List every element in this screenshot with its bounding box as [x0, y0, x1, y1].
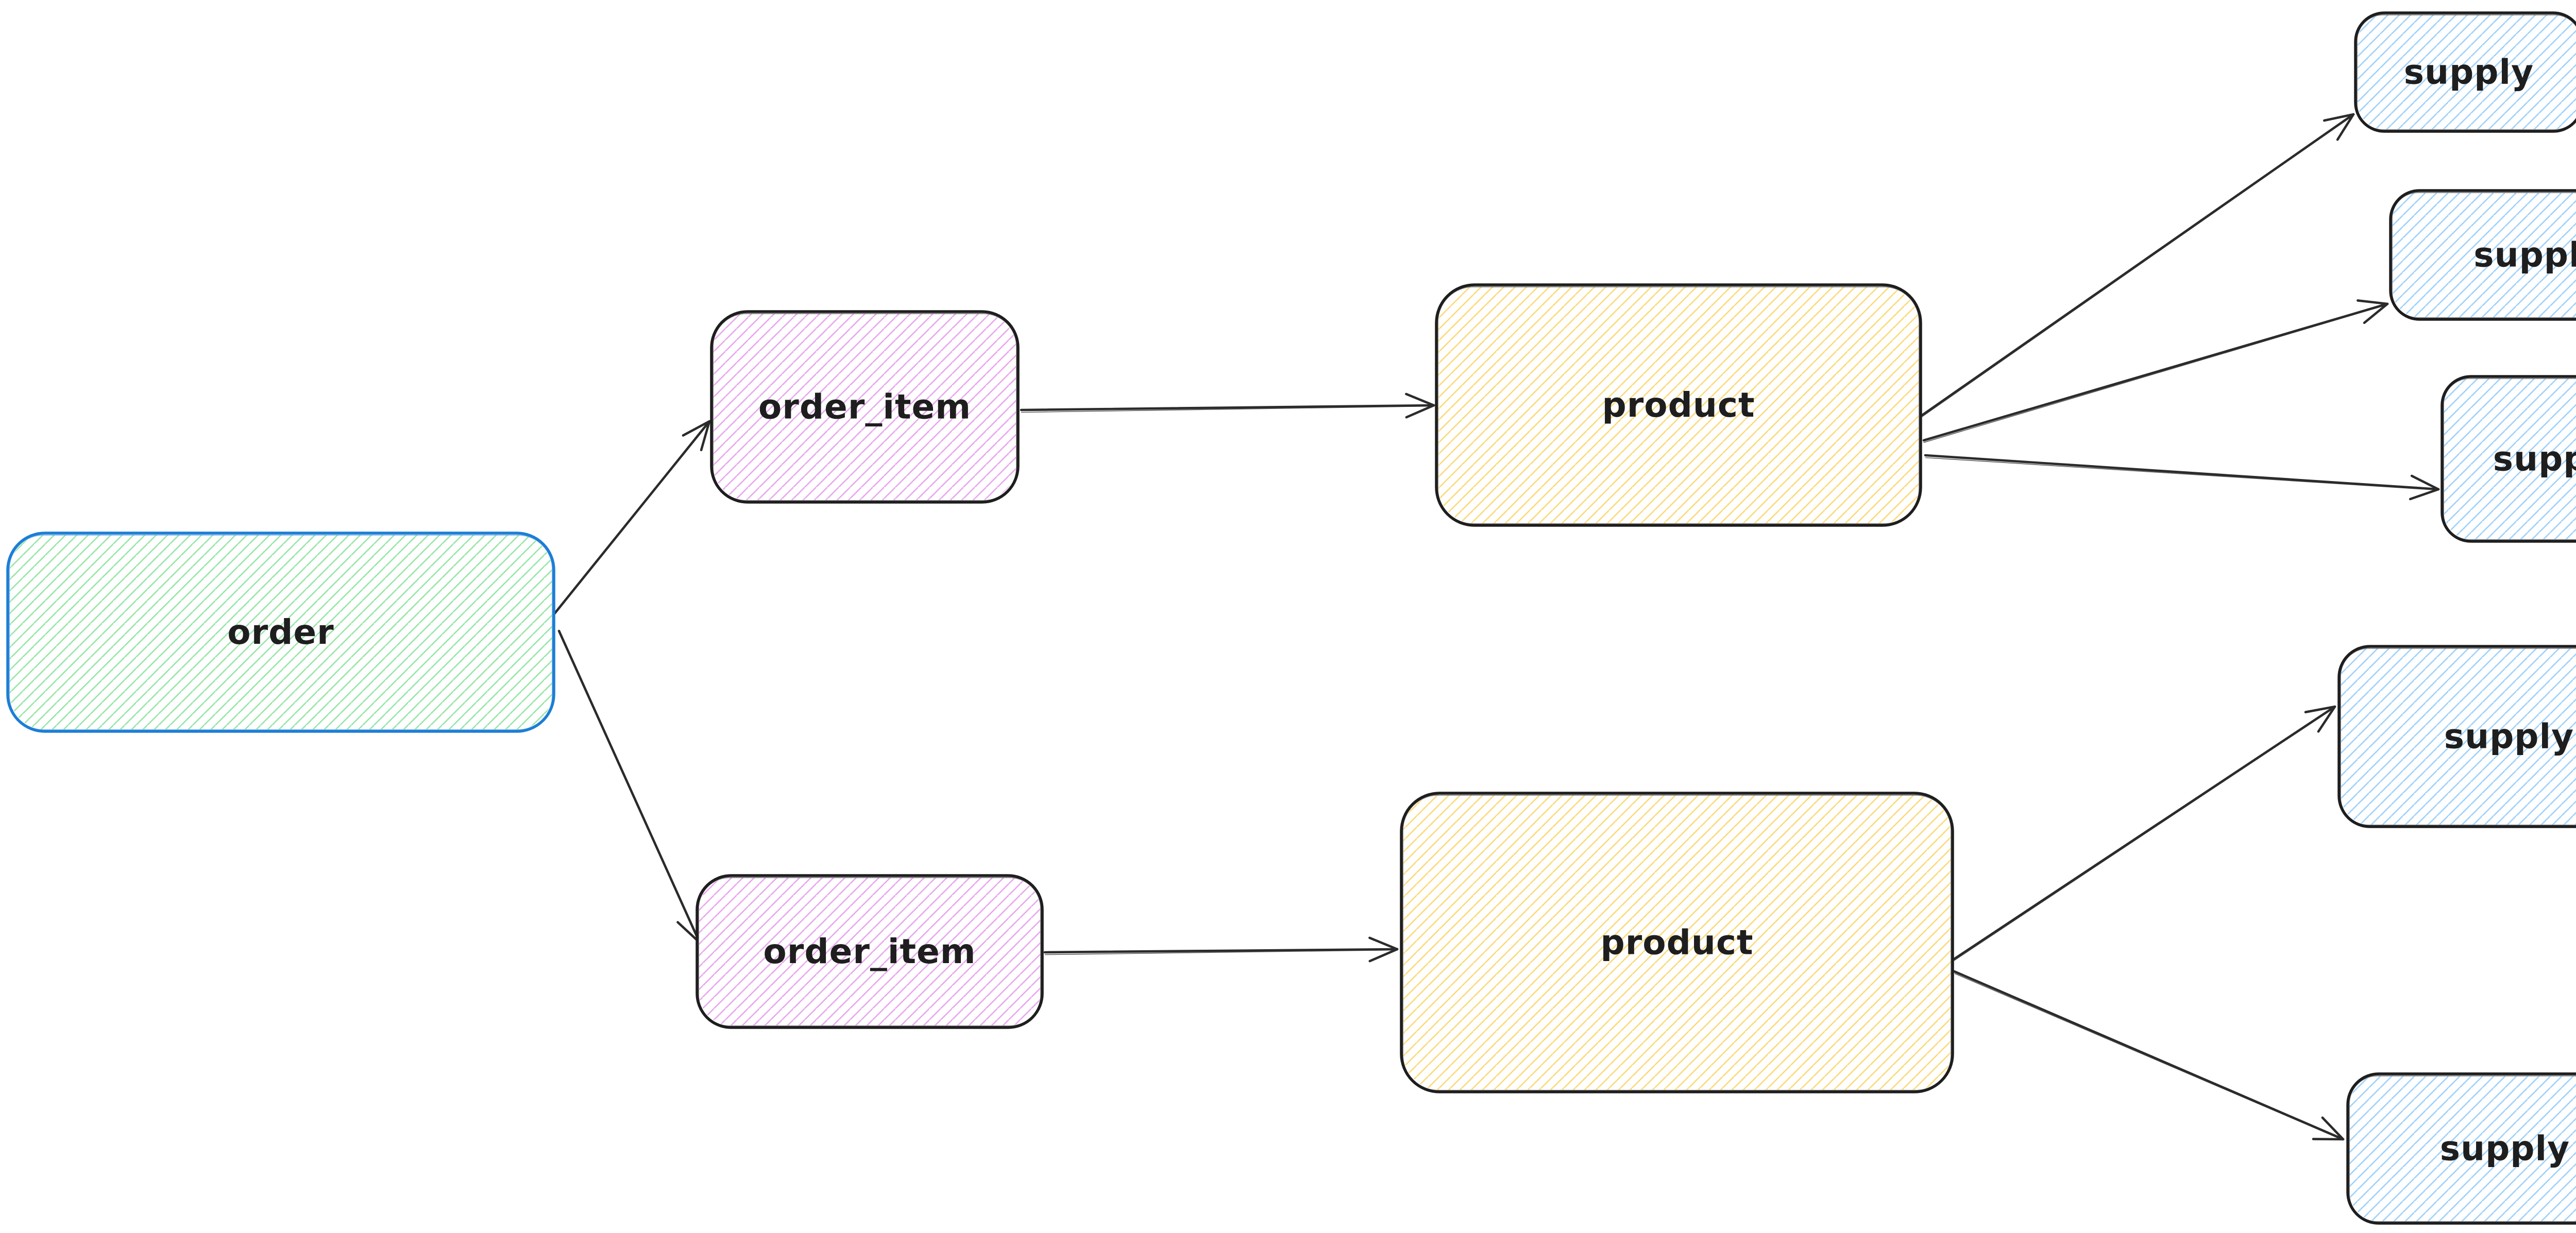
- arrowhead-barb: [2363, 302, 2389, 324]
- node-outline: [2389, 189, 2576, 321]
- nodes-layer: orderorder_itemorder_itemproductproducts…: [6, 11, 2576, 1225]
- node-label-order_item_1: order_item: [758, 387, 971, 427]
- arrow-shaft: [1020, 404, 1435, 412]
- node-outline: [696, 874, 1044, 1029]
- node-outline: [2441, 375, 2576, 543]
- node-outline: [1400, 792, 1954, 1093]
- node-outline: [1435, 283, 1922, 527]
- arrowhead-barb: [1368, 936, 1399, 951]
- arrowhead-barb: [2410, 474, 2440, 491]
- node-hachure-fill: [714, 314, 1016, 500]
- node-hachure-fill: [1438, 287, 1919, 523]
- node-outline-sketch: [2443, 378, 2576, 540]
- arrowhead-barb: [1368, 948, 1399, 963]
- arrow-shaft-sketch: [1925, 457, 2438, 491]
- arrowhead-barb: [682, 420, 711, 437]
- node-outline-sketch: [9, 535, 553, 730]
- node-hachure-fill: [2444, 379, 2576, 539]
- node-outline: [6, 532, 555, 733]
- arrow-shaft: [1922, 302, 2389, 442]
- node-hachure-fill: [2341, 648, 2576, 825]
- node-hachure-fill: [699, 878, 1040, 1025]
- node-label-supply_2: supply: [2473, 235, 2576, 275]
- node-supply_1[interactable]: supply: [2354, 11, 2576, 133]
- arrowhead-barb: [2409, 488, 2440, 501]
- node-order[interactable]: order: [6, 532, 555, 733]
- arrow-product_2-to-supply_5[interactable]: [1953, 970, 2345, 1141]
- arrow-shaft-sketch: [1021, 405, 1434, 413]
- node-label-supply_1: supply: [2404, 53, 2534, 92]
- node-product_1[interactable]: product: [1435, 283, 1922, 527]
- arrow-order-to-order_item_2[interactable]: [557, 629, 701, 944]
- node-order_item_1[interactable]: order_item: [710, 310, 1020, 504]
- arrow-shaft-sketch: [1921, 114, 2354, 418]
- arrowhead-barb: [2336, 113, 2355, 141]
- node-label-supply_4: supply: [2444, 717, 2574, 757]
- node-supply_3[interactable]: supply: [2441, 375, 2576, 543]
- node-outline-sketch: [1437, 286, 1920, 524]
- node-outline: [2354, 11, 2576, 133]
- node-order_item_2[interactable]: order_item: [696, 874, 1044, 1029]
- arrow-shaft: [1043, 948, 1399, 954]
- node-outline-sketch: [2340, 648, 2576, 826]
- arrowhead-barb: [2321, 1116, 2345, 1141]
- node-hachure-fill: [10, 535, 552, 729]
- arrow-shaft-sketch: [1953, 707, 2335, 962]
- node-label-product_2: product: [1600, 923, 1753, 963]
- node-outline: [710, 310, 1020, 504]
- arrowhead-barb: [2357, 299, 2389, 305]
- arrowhead-barb: [700, 420, 711, 452]
- arrow-shaft: [1924, 454, 2440, 491]
- arrowhead-barb: [2317, 705, 2336, 733]
- arrow-product_1-to-supply_1[interactable]: [1921, 113, 2355, 418]
- node-label-supply_3: supply: [2493, 439, 2576, 479]
- arrow-shaft-sketch: [1954, 973, 2343, 1141]
- arrow-order_item_2-to-product_2[interactable]: [1043, 936, 1399, 963]
- node-hachure-fill: [1403, 795, 1951, 1090]
- node-outline-sketch: [1402, 795, 1952, 1091]
- node-outline-sketch: [713, 313, 1017, 501]
- node-outline-sketch: [2357, 14, 2576, 130]
- arrow-order-to-order_item_1[interactable]: [550, 420, 711, 619]
- arrow-product_1-to-supply_3[interactable]: [1924, 454, 2440, 501]
- node-product_2[interactable]: product: [1400, 792, 1954, 1093]
- node-supply_5[interactable]: supply: [2346, 1072, 2576, 1225]
- node-supply_4[interactable]: supply: [2337, 645, 2576, 828]
- arrow-product_1-to-supply_2[interactable]: [1922, 299, 2389, 443]
- node-hachure-fill: [2393, 193, 2576, 317]
- arrowhead-barb: [2304, 705, 2336, 713]
- arrow-shaft: [1921, 113, 2355, 417]
- node-outline-sketch: [698, 877, 1041, 1026]
- node-label-order: order: [227, 612, 334, 652]
- arrow-shaft: [1953, 705, 2336, 961]
- arrow-order_item_1-to-product_1[interactable]: [1020, 392, 1435, 419]
- node-outline-sketch: [2349, 1075, 2576, 1222]
- arrow-shaft-sketch: [550, 421, 710, 619]
- arrowhead-barb: [2323, 113, 2355, 122]
- arrow-shaft-sketch: [1044, 949, 1398, 955]
- edges-layer: [550, 113, 2440, 1141]
- node-outline-sketch: [2392, 192, 2576, 318]
- node-supply_2[interactable]: supply: [2389, 189, 2576, 321]
- arrowhead-barb: [1405, 392, 1435, 407]
- arrow-product_2-to-supply_4[interactable]: [1953, 705, 2336, 962]
- node-outline: [2337, 645, 2576, 828]
- node-label-order_item_2: order_item: [763, 932, 976, 971]
- arrowhead-barb: [1405, 404, 1435, 419]
- node-hachure-fill: [2350, 1076, 2576, 1221]
- node-hachure-fill: [2358, 15, 2576, 129]
- arrow-shaft-sketch: [560, 631, 700, 943]
- node-label-product_1: product: [1602, 385, 1755, 425]
- node-outline: [2346, 1072, 2576, 1225]
- arrow-shaft: [1953, 970, 2345, 1141]
- node-label-supply_5: supply: [2440, 1129, 2570, 1169]
- arrow-shaft-sketch: [1923, 304, 2388, 443]
